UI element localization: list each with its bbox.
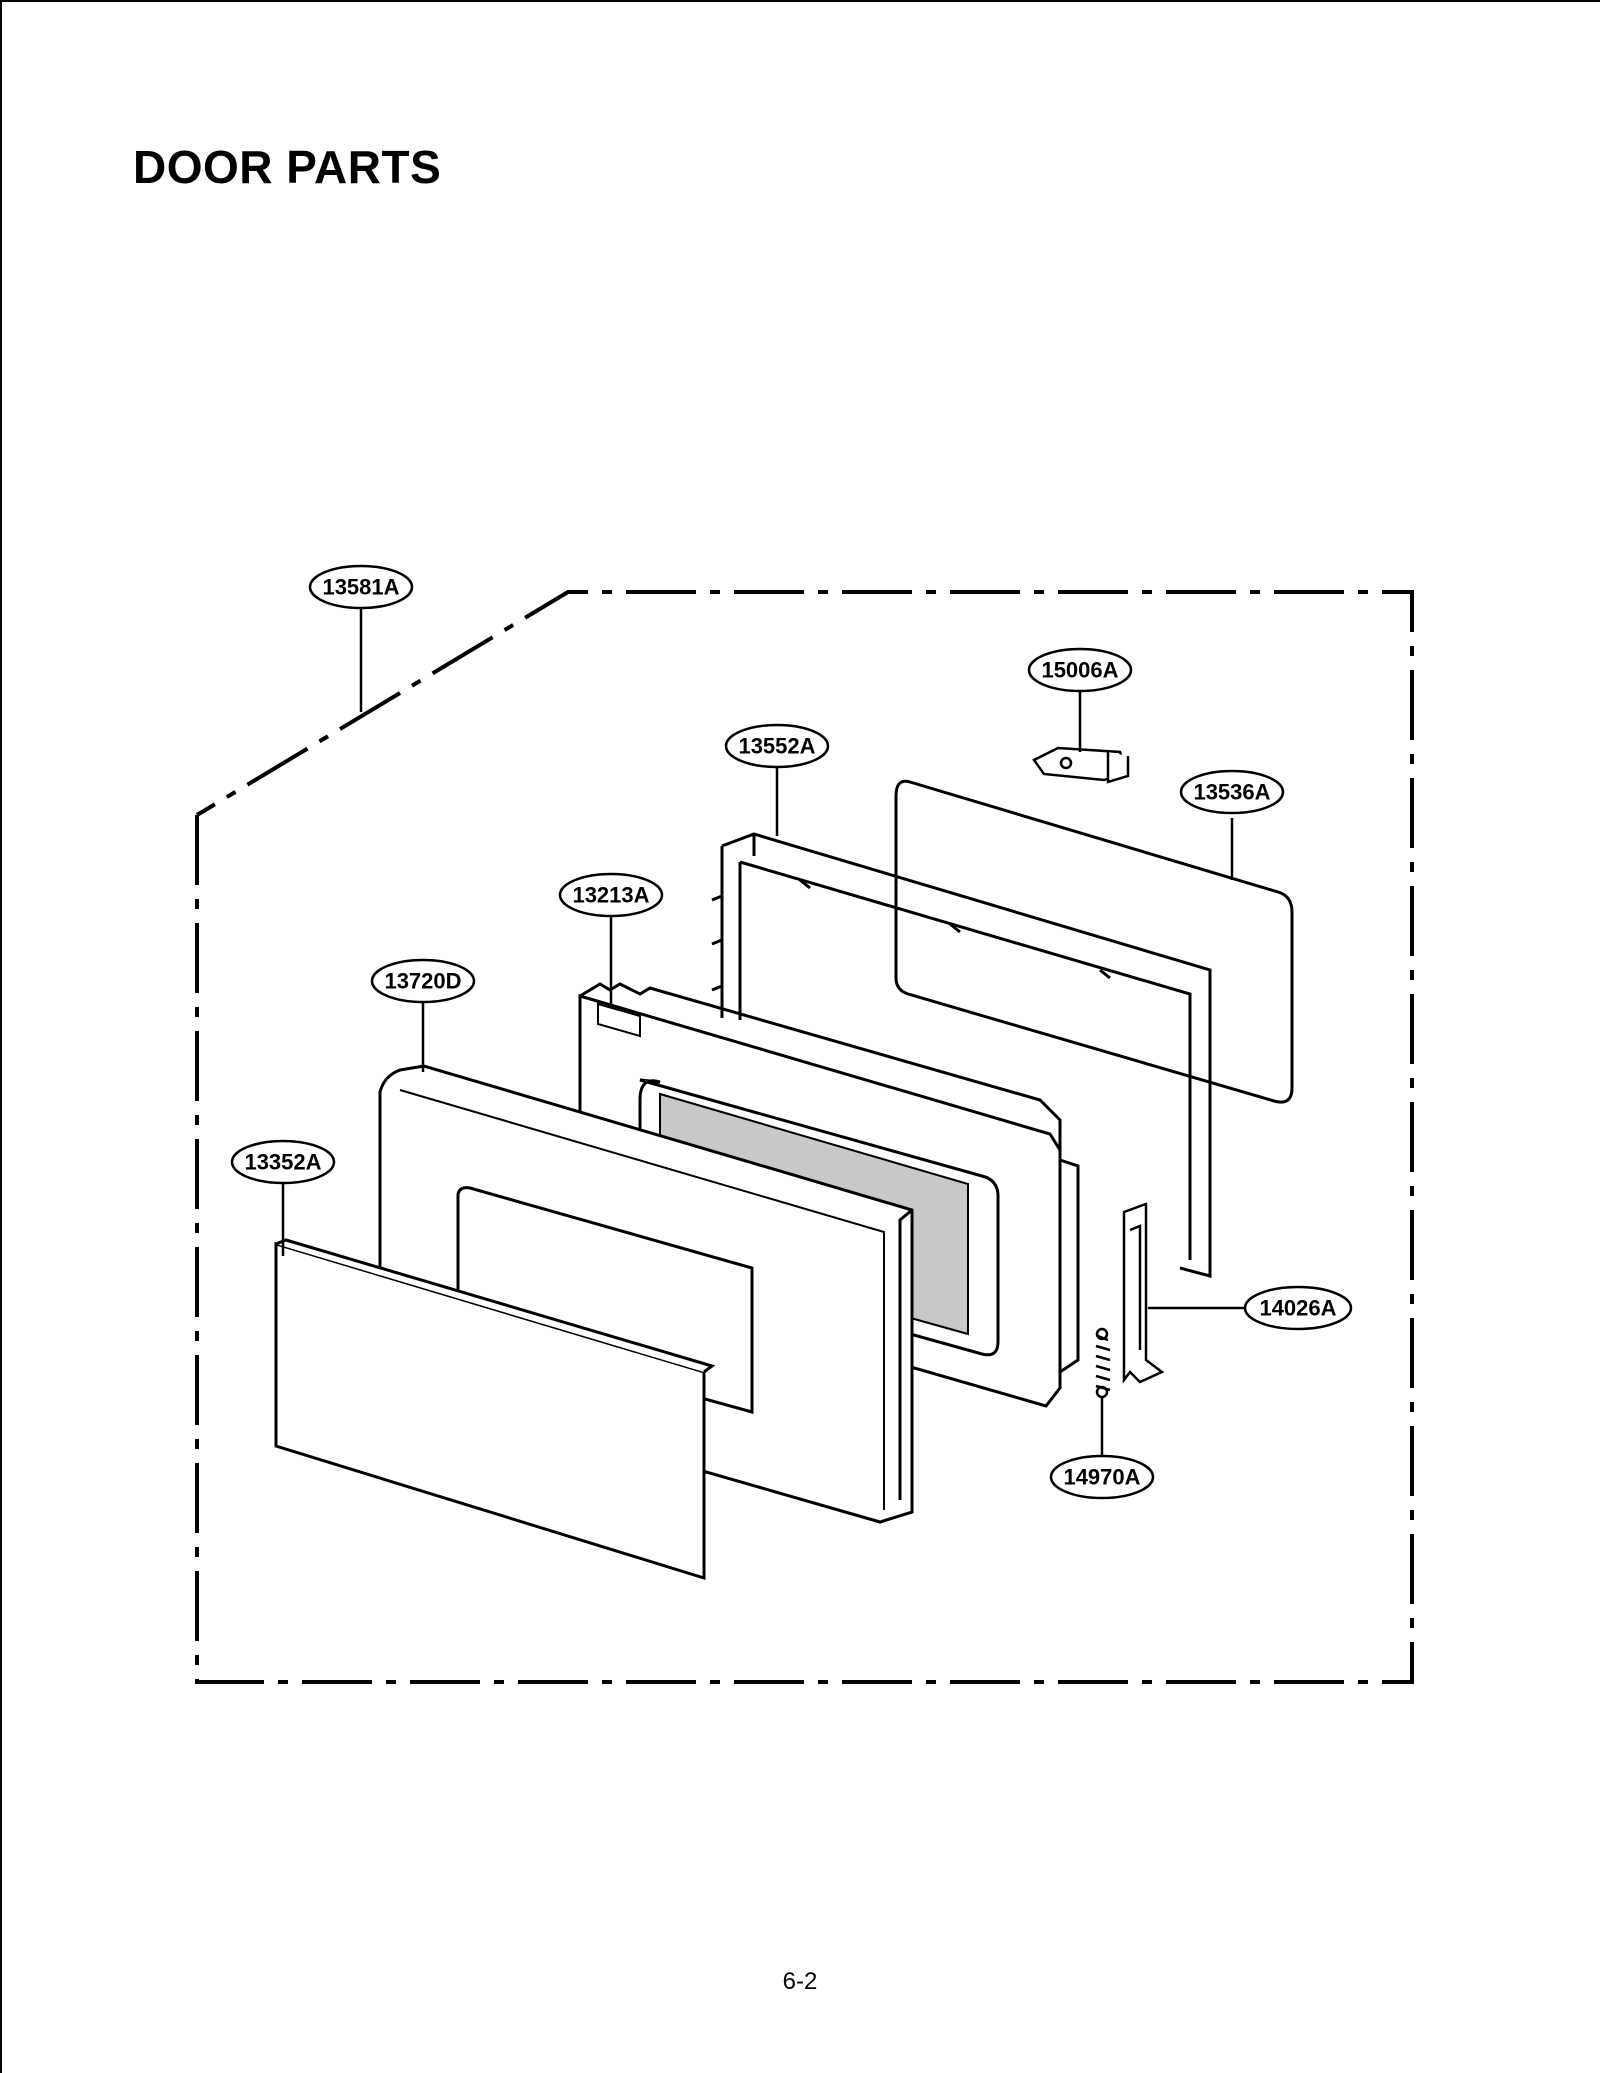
callout-label: 15006A xyxy=(1041,658,1118,683)
callout-label: 14970A xyxy=(1063,1465,1140,1490)
choke-frame-part xyxy=(711,832,1212,1278)
spring-part xyxy=(1095,1327,1111,1399)
callout-14970A: 14970A xyxy=(1049,1454,1155,1500)
page-number: 6-2 xyxy=(782,1968,818,1995)
assembly-boundary xyxy=(195,590,1414,1684)
choke-cover-part xyxy=(894,779,1294,1104)
callout-13552A: 13552A xyxy=(724,723,830,769)
hook-part xyxy=(1032,746,1130,784)
callout-13352A: 13352A xyxy=(230,1139,336,1185)
callout-label: 13720D xyxy=(384,969,461,994)
callout-15006A: 15006A xyxy=(1027,647,1133,693)
leader-lines xyxy=(281,608,1244,1456)
callout-13213A: 13213A xyxy=(558,872,664,918)
callout-label: 13552A xyxy=(738,734,815,759)
callout-14026A: 14026A xyxy=(1243,1285,1353,1331)
callout-label: 13213A xyxy=(572,883,649,908)
callout-label: 14026A xyxy=(1259,1296,1336,1321)
callout-label: 13581A xyxy=(322,575,399,600)
callout-13581A: 13581A xyxy=(308,564,414,610)
door-glass-part xyxy=(274,1238,716,1581)
callout-label: 13536A xyxy=(1193,780,1270,805)
callout-label: 13352A xyxy=(244,1150,321,1175)
callout-13536A: 13536A xyxy=(1179,769,1285,815)
page-title: DOOR PARTS xyxy=(133,141,442,193)
callout-13720D: 13720D xyxy=(370,958,476,1004)
latch-lever-part xyxy=(1122,1202,1165,1384)
